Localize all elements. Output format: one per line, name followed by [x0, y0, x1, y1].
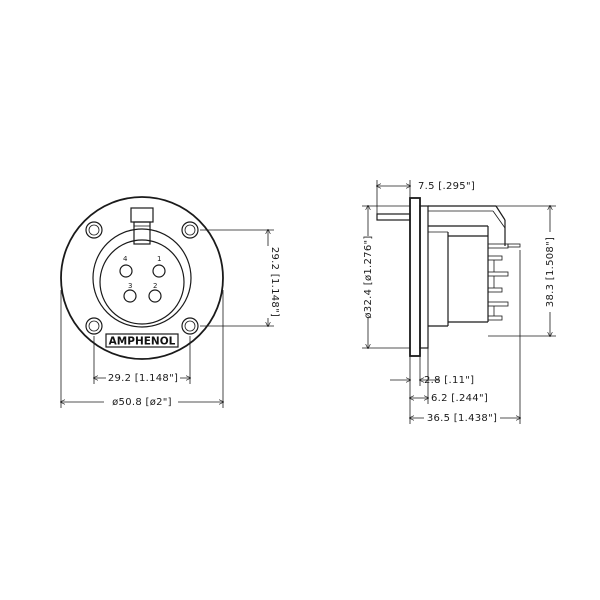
pin-3 [123, 289, 137, 303]
pin-label-1: 1 [157, 255, 161, 263]
dim-flange-diameter: ø50.8 [ø2"] [61, 290, 223, 408]
dim-height: 38.3 [1.508"] [488, 206, 557, 336]
dim-overall-length-label: 36.5 [1.438"] [427, 413, 497, 424]
dim-front-depth-label: 6.2 [.244"] [431, 393, 488, 404]
dim-mount-horizontal: 29.2 [1.148"] [94, 336, 190, 384]
dim-top-depth: 7.5 [.295"] [377, 180, 475, 214]
pin-label-4: 4 [123, 255, 128, 263]
brand-plate [105, 333, 179, 348]
solder-contacts [487, 243, 521, 321]
dim-mount-vertical: 29.2 [1.148"] [200, 230, 280, 326]
mounting-hole-bottom-left [85, 317, 103, 335]
latch-rail [376, 213, 411, 221]
front-collar [419, 205, 429, 349]
side-flange [409, 197, 421, 357]
brand-label: AMPHENOL [109, 336, 176, 348]
dim-flange-thickness: 2.8 [.11"] [390, 356, 474, 386]
connector-body [428, 205, 506, 327]
dim-mount-horizontal-label: 29.2 [1.148"] [108, 373, 178, 384]
dim-body-diameter: ø32.4 [ø1.276"] [361, 206, 410, 348]
side-view: 7.5 [.295"] ø32.4 [ø1.276"] 38.3 [1.508"… [361, 180, 557, 424]
insert-face [99, 239, 185, 325]
dim-mount-vertical-label: 29.2 [1.148"] [269, 247, 280, 317]
dim-height-label: 38.3 [1.508"] [545, 237, 556, 307]
flange-inner-ring [92, 228, 192, 328]
latch-icon [130, 207, 154, 245]
dim-flange-thickness-label: 2.8 [.11"] [424, 375, 474, 386]
pin-label-2: 2 [153, 282, 157, 290]
dim-front-depth: 6.2 [.244"] [410, 348, 488, 404]
dim-body-diameter-label: ø32.4 [ø1.276"] [363, 235, 374, 318]
mounting-hole-top-right [181, 221, 199, 239]
dim-flange-diameter-label: ø50.8 [ø2"] [112, 397, 172, 408]
pin-4 [119, 264, 133, 278]
front-view: 1 2 3 4 AMPHENOL 29.2 [1.148"] 29.2 [1.1… [60, 196, 280, 408]
dim-overall-length: 36.5 [1.438"] [410, 250, 520, 424]
pin-label-3: 3 [128, 282, 132, 290]
flange-outline [60, 196, 224, 360]
mounting-hole-bottom-right [181, 317, 199, 335]
pin-2 [148, 289, 162, 303]
mounting-hole-top-left [85, 221, 103, 239]
dim-top-depth-label: 7.5 [.295"] [418, 181, 475, 192]
pin-1 [152, 264, 166, 278]
mounting-holes [85, 221, 199, 335]
pin-sockets: 1 2 3 4 [119, 255, 166, 303]
